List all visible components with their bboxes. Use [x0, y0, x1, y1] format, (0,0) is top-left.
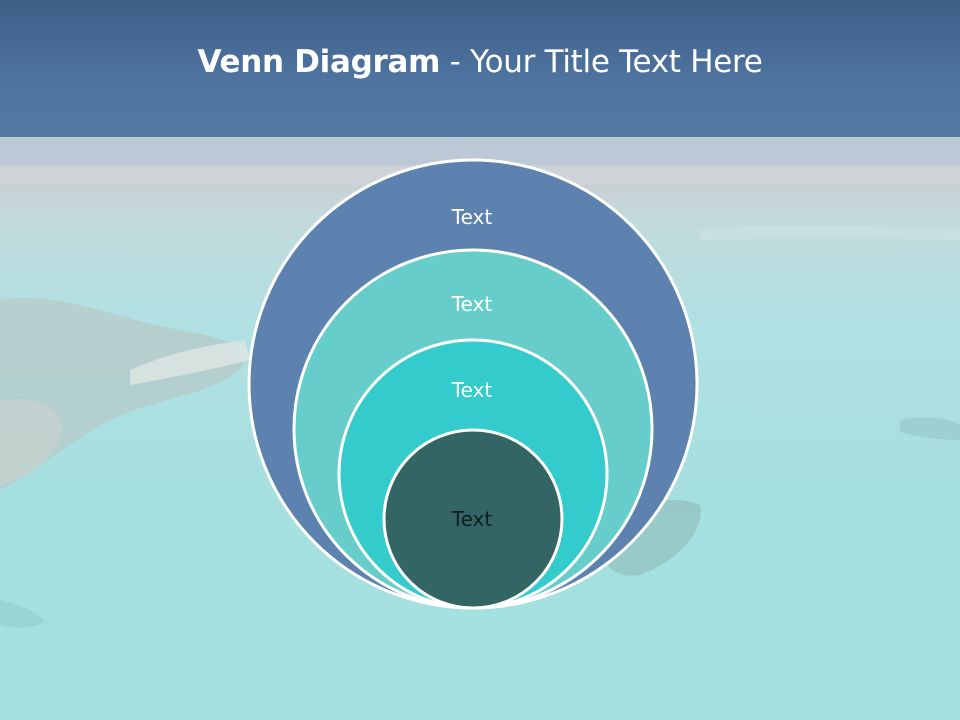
ring-4-label: Text	[451, 507, 493, 531]
ring-2-label: Text	[451, 292, 493, 316]
slide-title[interactable]: Venn Diagram - Your Title Text Here	[0, 38, 960, 86]
title-bar	[0, 0, 960, 137]
title-regular-part: - Your Title Text Here	[440, 44, 763, 80]
title-bold-part: Venn Diagram	[197, 44, 441, 80]
ring-3-label: Text	[451, 378, 493, 402]
ring-1-label: Text	[451, 205, 493, 229]
venn-ring-inner[interactable]	[382, 428, 564, 610]
